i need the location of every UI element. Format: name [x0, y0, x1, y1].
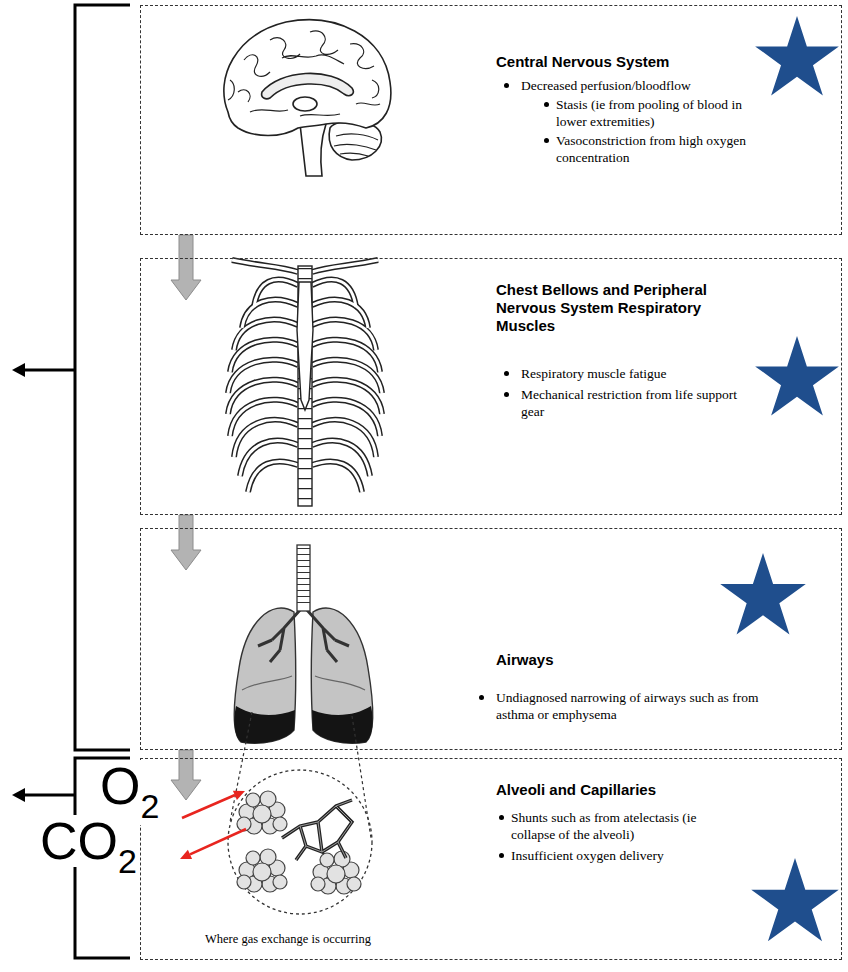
alveoli-drawing — [228, 770, 372, 914]
text-block: AirwaysUndiagnosed narrowing of airways … — [476, 651, 781, 723]
bullet-text: Mechanical restriction from life support… — [521, 386, 746, 420]
arrow-head — [12, 788, 25, 802]
bullet-text: Shunts such as from atelectasis (ie coll… — [511, 809, 736, 843]
subscript: 2 — [118, 842, 137, 880]
gas-arrow — [180, 791, 246, 859]
ribcage-drawing — [228, 260, 382, 506]
gas-label: CO2 — [40, 815, 137, 867]
bullet-dot — [544, 138, 549, 143]
bullet-text: Decreased perfusion/bloodflow — [521, 77, 776, 94]
box-heading: Airways — [496, 651, 781, 669]
bullet-text: Vasoconstriction from high oxygen concen… — [556, 132, 776, 166]
brain-drawing — [224, 20, 391, 176]
bullet-row: Shunts such as from atelectasis (ie coll… — [496, 809, 736, 843]
note-text: Where gas exchange is occurring — [205, 932, 371, 947]
chest-box: Chest Bellows and Peripheral Nervous Sys… — [140, 258, 842, 515]
alveoli-box: Alveoli and CapillariesShunts such as fr… — [140, 758, 842, 960]
bullet-row: Mechanical restriction from life support… — [496, 386, 746, 420]
bullet-text: Undiagnosed narrowing of airways such as… — [496, 689, 781, 723]
bullet-row: Insufficient oxygen delivery — [496, 847, 736, 864]
bullet-text: Insufficient oxygen delivery — [511, 847, 736, 864]
bullet-row: Stasis (ie from pooling of blood in lowe… — [496, 96, 776, 130]
box-heading: Central Nervous System — [496, 53, 776, 71]
bullet-dot — [479, 695, 484, 700]
flow-arrow — [171, 515, 201, 570]
subscript: 2 — [140, 787, 159, 825]
bullet-dot — [504, 392, 509, 397]
bullet-dot — [504, 83, 509, 88]
text-block: Chest Bellows and Peripheral Nervous Sys… — [496, 281, 746, 420]
bullet-dot — [504, 371, 509, 376]
flow-arrow — [171, 235, 201, 300]
bullet-row: Respiratory muscle fatigue — [496, 365, 746, 382]
text-block: Alveoli and CapillariesShunts such as fr… — [496, 781, 736, 864]
bullet-row: Decreased perfusion/bloodflow — [496, 77, 776, 94]
bullet-dot — [499, 815, 504, 820]
bullet-dot — [499, 853, 504, 858]
airways-box: AirwaysUndiagnosed narrowing of airways … — [140, 528, 842, 750]
bullet-row: Undiagnosed narrowing of airways such as… — [476, 689, 781, 723]
bullet-dot — [544, 102, 549, 107]
arrow-head — [12, 363, 25, 377]
bullet-text: Respiratory muscle fatigue — [521, 365, 746, 382]
bullet-text: Stasis (ie from pooling of blood in lowe… — [556, 96, 776, 130]
box-heading: Chest Bellows and Peripheral Nervous Sys… — [496, 281, 736, 335]
box-heading: Alveoli and Capillaries — [496, 781, 736, 799]
text-block: Central Nervous SystemDecreased perfusio… — [496, 53, 776, 166]
cns-box: Central Nervous SystemDecreased perfusio… — [140, 5, 842, 235]
gas-label: O2 — [100, 760, 159, 812]
lungs-drawing — [230, 545, 373, 838]
star-symbol — [720, 16, 839, 941]
bullet-row: Vasoconstriction from high oxygen concen… — [496, 132, 776, 166]
